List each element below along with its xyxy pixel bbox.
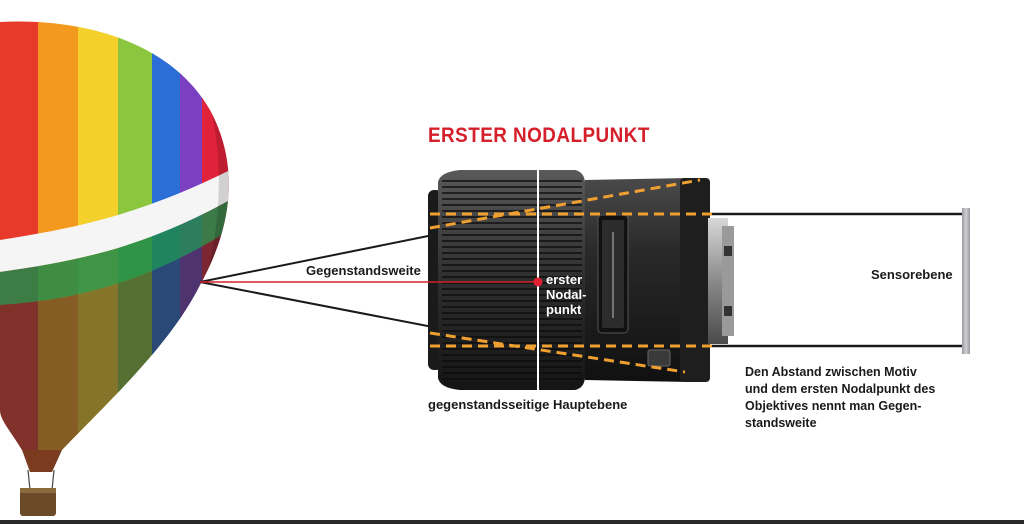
dashed-rays [429,178,715,374]
sensor-plane-label: Sensorebene [871,267,953,282]
image-rays [710,212,964,348]
object-distance-label: Gegenstandsweite [306,263,421,278]
nodal-point-label-line: Nodal- [546,287,587,302]
note-line: Den Abstand zwischen Motiv [745,365,917,379]
sensor-plate [962,208,970,354]
principal-plane-label: gegenstandsseitige Hauptebene [428,397,628,412]
nodal-point-marker [533,277,543,287]
nodal-point-label-line: erster [546,272,583,287]
nodal-point-label: erster Nodal- punkt [546,272,586,317]
note-line: Objektives nennt man Gegen- [745,399,922,413]
bottom-border [0,520,1024,524]
object-rays [199,233,439,329]
note-line: und dem ersten Nodalpunkt des [745,382,936,396]
nodal-point-label-line: punkt [546,302,582,317]
explanation-note: Den Abstand zwischen Motiv und dem erste… [745,364,1005,432]
diagram-title: ERSTER NODALPUNKT [428,124,650,147]
lens [428,170,734,390]
balloon-basket [20,488,56,516]
hot-air-balloon [0,21,229,516]
note-line: standsweite [745,416,817,430]
